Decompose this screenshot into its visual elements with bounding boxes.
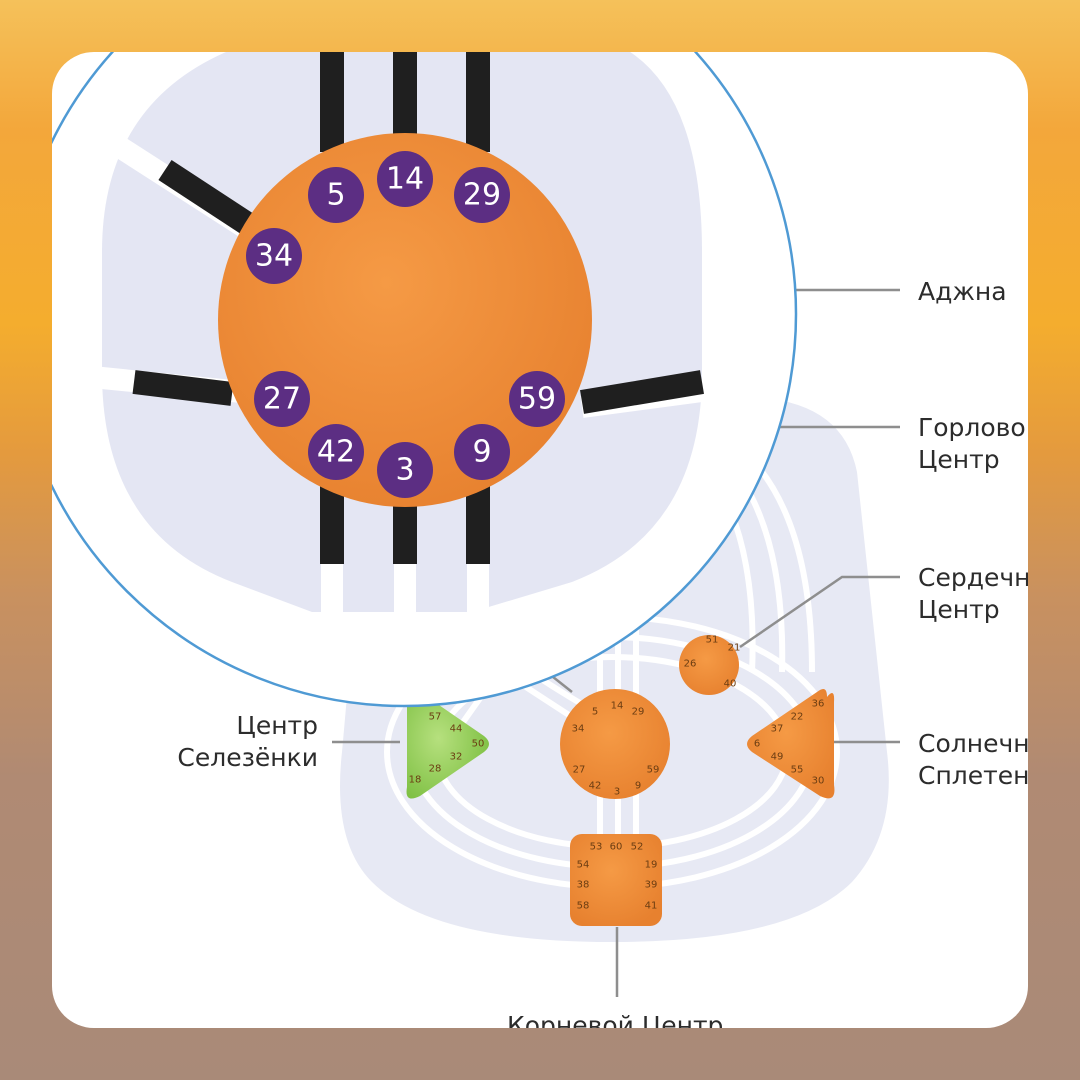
gate-number: 18: [409, 775, 422, 786]
gate-number: 44: [450, 724, 463, 735]
label-spleen-center: Центр Селезёнки: [177, 711, 318, 772]
zoom-gate-badge-bg: [377, 151, 433, 207]
label-solar-plexus: Солнечн Сплетен: [918, 729, 1028, 790]
gate-number: 53: [590, 842, 603, 853]
gate-number: 32: [450, 752, 463, 763]
zoom-gate-number: 59: [518, 382, 556, 417]
zoom-gate-number: 14: [386, 162, 424, 197]
zoom-gate-badge-bg: [254, 371, 310, 427]
gate-number: 29: [632, 707, 645, 718]
gate-number: 34: [572, 724, 585, 735]
gate-number: 41: [645, 901, 658, 912]
gate-number: 52: [631, 842, 644, 853]
zoom-gate-badge-bg: [308, 424, 364, 480]
zoom-outline: [52, 52, 798, 708]
spleen-center: [404, 688, 489, 799]
zoom-gate-badge-bg: [377, 442, 433, 498]
sacral-center: [560, 689, 670, 799]
zoom-gate-badge-bg: [308, 167, 364, 223]
label-heart-center: Сердечн Центр: [918, 563, 1028, 624]
gate-number: 14: [611, 701, 624, 712]
gate-number: 26: [684, 659, 697, 670]
label-root-center: Корневой Центр: [507, 1011, 724, 1028]
sacral-center-gates: 5 14 29 34 27 59 42 3 9: [572, 701, 660, 798]
gate-number: 49: [771, 752, 784, 763]
gate-number: 59: [647, 765, 660, 776]
solar-plexus-center: [747, 688, 835, 799]
gate-number: 58: [577, 901, 590, 912]
zoom-gate-badge-bg: [246, 228, 302, 284]
zoom-gate-number: 34: [255, 239, 293, 274]
gate-number: 6: [754, 739, 760, 750]
heart-center-gates: 51 21 26 40: [684, 635, 741, 690]
gate-number: 22: [791, 712, 804, 723]
zoom-gate-number: 27: [263, 382, 301, 417]
solar-plexus-gates: 36 22 37 6 49 55 30: [754, 699, 825, 787]
heart-center: [679, 635, 739, 695]
gate-number: 40: [724, 679, 737, 690]
gate-number: 38: [577, 880, 590, 891]
zoom-gate-number: 9: [472, 435, 491, 470]
zoom-gate-number: 5: [326, 178, 345, 213]
zoom-gate-number: 42: [317, 435, 355, 470]
gate-number: 3: [614, 787, 620, 798]
root-center: [570, 834, 662, 926]
gate-number: 36: [812, 699, 825, 710]
zoom-gate-number: 29: [463, 178, 501, 213]
root-center-gates: 53 60 52 54 19 38 39 58 41: [577, 842, 658, 912]
gate-number: 60: [610, 842, 623, 853]
gate-number: 42: [589, 781, 602, 792]
gate-number: 5: [592, 707, 598, 718]
gate-number: 37: [771, 724, 784, 735]
gate-number: 28: [429, 764, 442, 775]
gate-number: 55: [791, 765, 804, 776]
gate-number: 51: [706, 635, 719, 646]
zoom-gate-badge-bg: [509, 371, 565, 427]
zoom-gate-badge-bg: [454, 167, 510, 223]
zoom-gate-badge-bg: [454, 424, 510, 480]
gate-number: 9: [635, 781, 641, 792]
zoom-gate-badges: 5 14 29 34 27 42 3 9 59: [246, 151, 565, 498]
zoom-sacral-center: [218, 133, 592, 507]
gate-number: 19: [645, 860, 658, 871]
zoom-black-channels: [132, 52, 704, 564]
zoom-gate-number: 3: [395, 453, 414, 488]
gate-number: 50: [472, 739, 485, 750]
gate-number: 39: [645, 880, 658, 891]
zoom-magnifier: [52, 52, 798, 708]
label-throat-center: Горлово Центр: [918, 413, 1026, 474]
gate-number: 54: [577, 860, 590, 871]
gate-number: 57: [429, 712, 442, 723]
gate-number: 30: [812, 776, 825, 787]
gate-number: 27: [573, 765, 586, 776]
label-ajna: Аджна: [918, 277, 1007, 306]
gate-number: 21: [728, 643, 741, 654]
